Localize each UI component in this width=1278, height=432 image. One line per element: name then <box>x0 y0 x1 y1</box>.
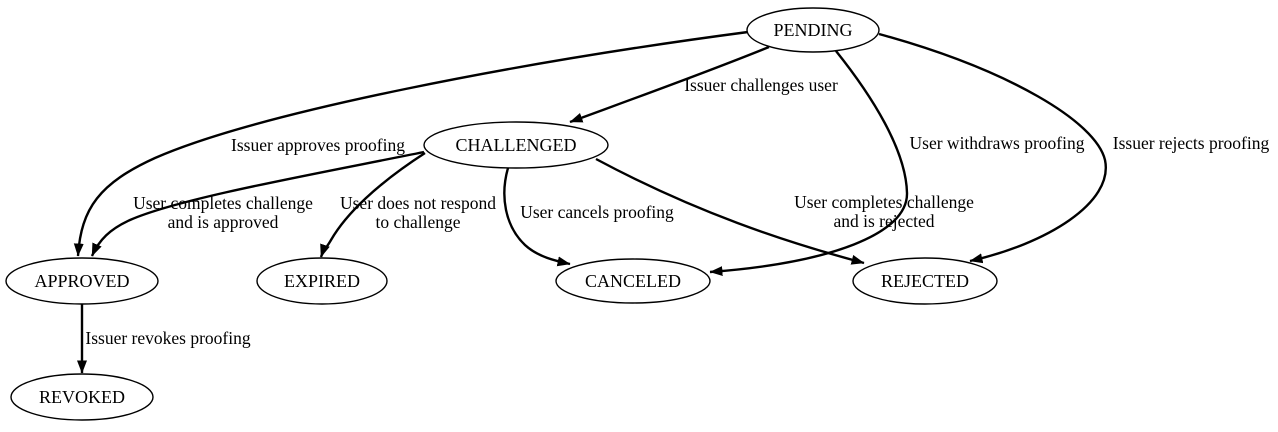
edges-layer <box>73 30 1107 374</box>
state-node-expired: EXPIRED <box>256 257 388 305</box>
edge-label-challenged-to-canceled: User cancels proofing <box>520 202 674 222</box>
edge-label-pending-to-rejected: Issuer rejects proofing <box>1113 133 1270 153</box>
edge-label-pending-to-approved: Issuer approves proofing <box>231 135 405 155</box>
state-node-label-pending: PENDING <box>774 20 853 40</box>
state-node-ellipse-expired <box>256 257 388 305</box>
state-node-label-expired: EXPIRED <box>284 271 360 291</box>
state-node-pending: PENDING <box>746 7 880 53</box>
edge-label-pending-to-canceled: User withdraws proofing <box>910 133 1085 153</box>
state-node-ellipse-approved <box>5 257 159 305</box>
state-node-ellipse-challenged <box>423 121 609 169</box>
state-node-ellipse-revoked <box>10 373 154 421</box>
edge-challenged-to-approved <box>90 150 425 257</box>
state-node-label-approved: APPROVED <box>34 271 129 291</box>
state-node-canceled: CANCELED <box>555 258 711 304</box>
edge-challenged-to-expired <box>319 151 426 258</box>
edge-label-approved-to-revoked: Issuer revokes proofing <box>85 328 250 348</box>
edge-pending-to-rejected <box>878 32 1107 264</box>
edge-pending-to-canceled <box>709 50 909 277</box>
edge-challenged-to-rejected <box>595 157 865 265</box>
edge-challenged-to-canceled <box>503 167 571 267</box>
state-node-ellipse-canceled <box>555 258 711 304</box>
edge-label-pending-to-challenged: Issuer challenges user <box>684 75 838 95</box>
state-node-challenged: CHALLENGED <box>423 121 609 169</box>
state-node-label-rejected: REJECTED <box>881 271 969 291</box>
state-node-label-canceled: CANCELED <box>585 271 681 291</box>
state-node-label-challenged: CHALLENGED <box>456 135 577 155</box>
state-node-approved: APPROVED <box>5 257 159 305</box>
edge-pending-to-challenged <box>569 45 770 124</box>
nodes-layer: PENDING CHALLENGED APPROVED EXPIRED CANCELED… <box>5 7 998 421</box>
state-node-revoked: REVOKED <box>10 373 154 421</box>
state-node-label-revoked: REVOKED <box>39 387 125 407</box>
state-node-ellipse-rejected <box>852 257 998 305</box>
state-node-rejected: REJECTED <box>852 257 998 305</box>
edge-pending-to-approved <box>73 30 749 257</box>
state-node-ellipse-pending <box>746 7 880 53</box>
